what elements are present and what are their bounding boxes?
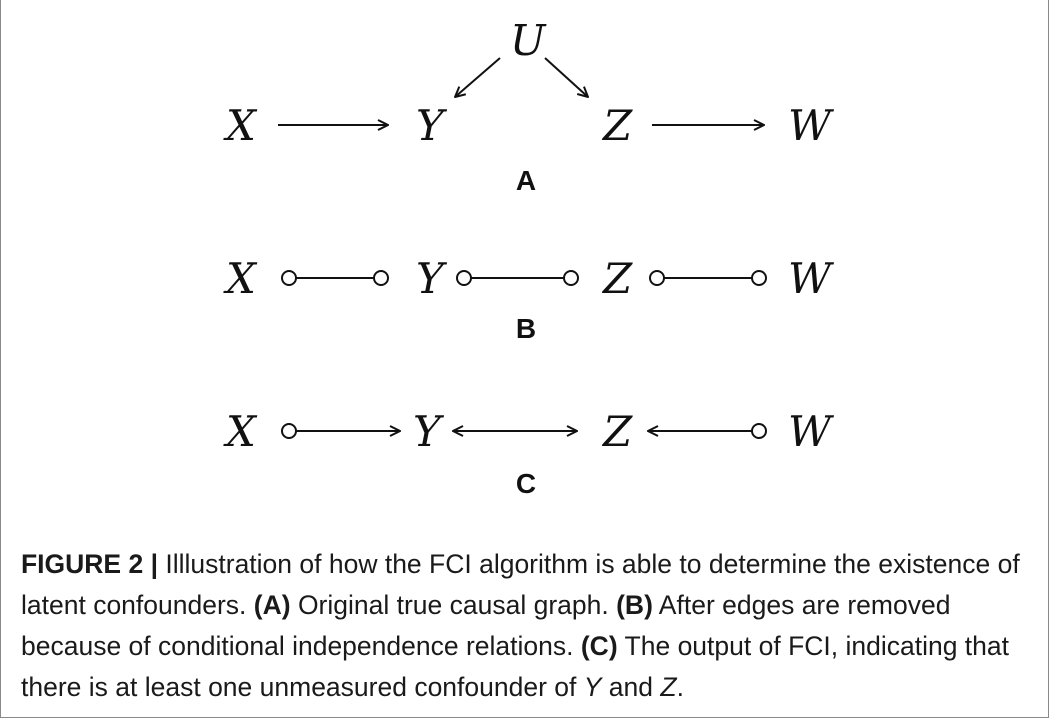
panel-c-graph: X Y Z W C — [223, 407, 835, 499]
node-b-x: X — [223, 254, 258, 303]
node-a-w: W — [788, 101, 835, 150]
node-c-z: Z — [601, 407, 633, 456]
caption-var-z: Z — [660, 672, 677, 702]
node-b-w: W — [788, 254, 835, 303]
caption-a-text: Original true causal graph. — [290, 590, 617, 620]
caption-intro: Illlustration of how the FCI algorithm i… — [21, 549, 1020, 620]
panel-label-b: B — [516, 313, 536, 344]
caption-b-text: After edges are removed because of condi… — [21, 590, 951, 661]
edge-b-z-w — [649, 270, 767, 286]
node-c-y: Y — [413, 407, 445, 456]
node-b-y: Y — [416, 254, 448, 303]
node-c-w: W — [788, 407, 835, 456]
node-a-z: Z — [601, 101, 633, 150]
panel-label-a: A — [516, 165, 536, 196]
node-a-u: U — [510, 16, 547, 65]
caption-c-label: (C) — [580, 631, 618, 661]
edge-a-u-y — [455, 57, 501, 97]
causal-graphs-diagram: U X Y Z W A X Y Z W — [223, 16, 835, 499]
edge-c-x-y — [281, 423, 400, 439]
caption-var-y: Y — [583, 672, 602, 702]
edge-b-y-z — [456, 270, 579, 286]
panel-label-c: C — [516, 468, 536, 499]
node-a-x: X — [223, 101, 258, 150]
figure-caption: FIGURE 2 | Illlustration of how the FCI … — [21, 544, 1036, 708]
caption-b-label: (B) — [616, 590, 653, 620]
node-b-z: Z — [601, 254, 633, 303]
caption-c-text: The output of FCI, indicating that there… — [21, 631, 1010, 702]
node-c-x: X — [223, 407, 258, 456]
node-a-y: Y — [416, 101, 448, 150]
edge-b-x-y — [281, 270, 389, 286]
panel-a-graph: U X Y Z W A — [223, 16, 835, 196]
caption-figure-label: FIGURE 2 | — [21, 549, 158, 579]
caption-and: and — [601, 672, 661, 702]
caption-a-label: (A) — [253, 590, 291, 620]
caption-end: . — [676, 672, 684, 702]
edge-a-u-z — [544, 57, 588, 97]
panel-b-graph: X Y Z W B — [223, 254, 835, 344]
edge-c-w-z — [648, 423, 767, 439]
